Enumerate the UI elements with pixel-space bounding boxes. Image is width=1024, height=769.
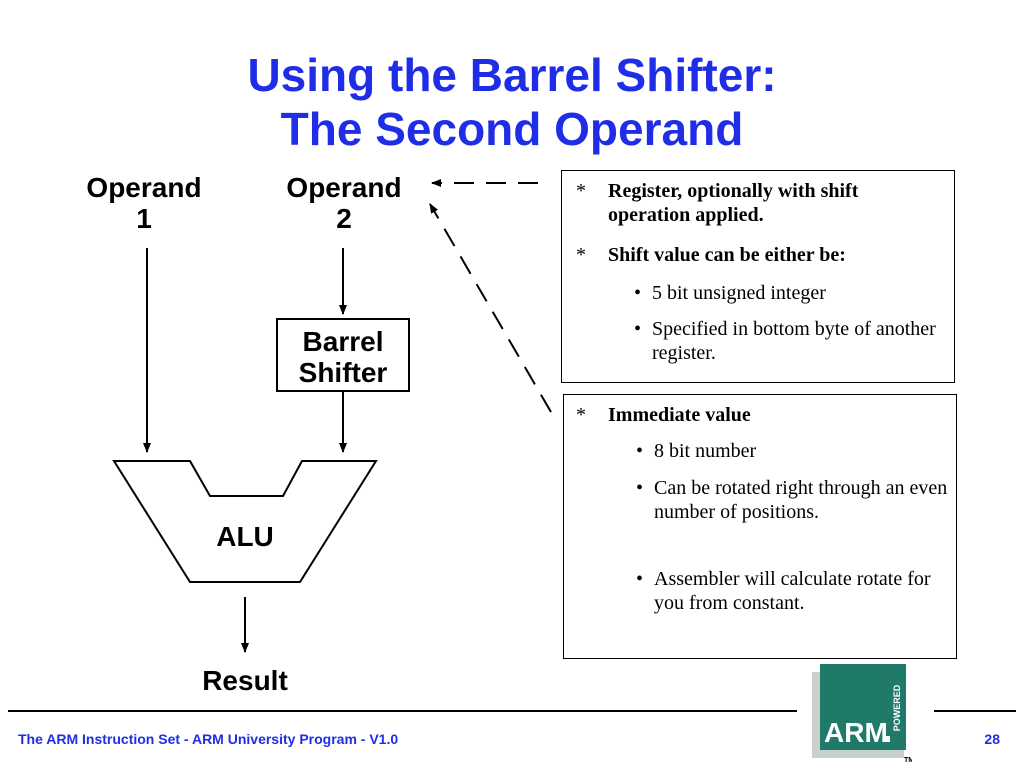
immediate-bullet-3: Assembler will calculate rotate for you … — [626, 567, 954, 615]
register-info-box: * Register, optionally with shift operat… — [561, 170, 955, 383]
immediate-bullet-2: Can be rotated right through an even num… — [626, 476, 954, 524]
register-bullet-2: Specified in bottom byte of another regi… — [624, 317, 952, 365]
arm-powered-logo: POWERED ARM TM — [812, 664, 914, 764]
shift-star: * — [576, 244, 586, 266]
immediate-bullet-1: 8 bit number — [626, 439, 954, 463]
alu-shape — [112, 460, 378, 583]
slide-title: Using the Barrel Shifter: The Second Ope… — [0, 48, 1024, 156]
operand1-label: Operand 1 — [86, 172, 202, 234]
register-star: * — [576, 180, 586, 202]
immediate-dashed-arrow — [429, 203, 552, 413]
register-bullet-1: 5 bit unsigned integer — [624, 281, 952, 305]
page-number: 28 — [984, 731, 1000, 747]
immediate-heading: Immediate value — [608, 404, 751, 426]
footer-text: The ARM Instruction Set - ARM University… — [18, 731, 399, 747]
title-line-1: Using the Barrel Shifter: — [247, 49, 777, 101]
immediate-info-box: * Immediate value 8 bit number Can be ro… — [563, 394, 957, 659]
barrel-shifter-box: Barrel Shifter — [276, 318, 410, 392]
logo-powered-text: POWERED — [892, 684, 902, 731]
arm-logo-graphic: POWERED ARM TM — [812, 664, 914, 764]
immediate-star: * — [576, 404, 586, 426]
shift-heading: Shift value can be either be: — [608, 244, 846, 266]
operand2-label: Operand 2 — [286, 172, 402, 234]
alu-label: ALU — [216, 521, 274, 552]
register-heading: Register, optionally with shift operatio… — [608, 180, 859, 226]
logo-tm: TM — [904, 757, 912, 764]
result-label: Result — [202, 665, 288, 696]
logo-arm-text: ARM — [824, 717, 888, 748]
title-line-2: The Second Operand — [280, 103, 744, 155]
